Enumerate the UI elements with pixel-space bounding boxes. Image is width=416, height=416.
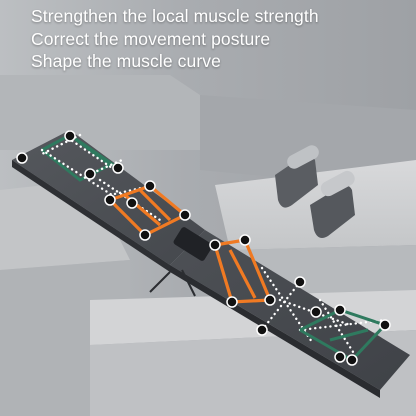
caption-line-1: Strengthen the local muscle strength (31, 6, 319, 26)
pushup-handles (275, 145, 355, 238)
counter-display (173, 227, 213, 261)
concrete-block-upper (0, 75, 200, 150)
caption-line-2: Correct the movement posture (31, 29, 271, 49)
caption-line-3: Shape the muscle curve (31, 51, 221, 71)
concrete-block-right (200, 95, 416, 190)
board-right-panel (170, 227, 410, 398)
board-left-panel (12, 130, 205, 272)
board-stand (149, 269, 196, 297)
